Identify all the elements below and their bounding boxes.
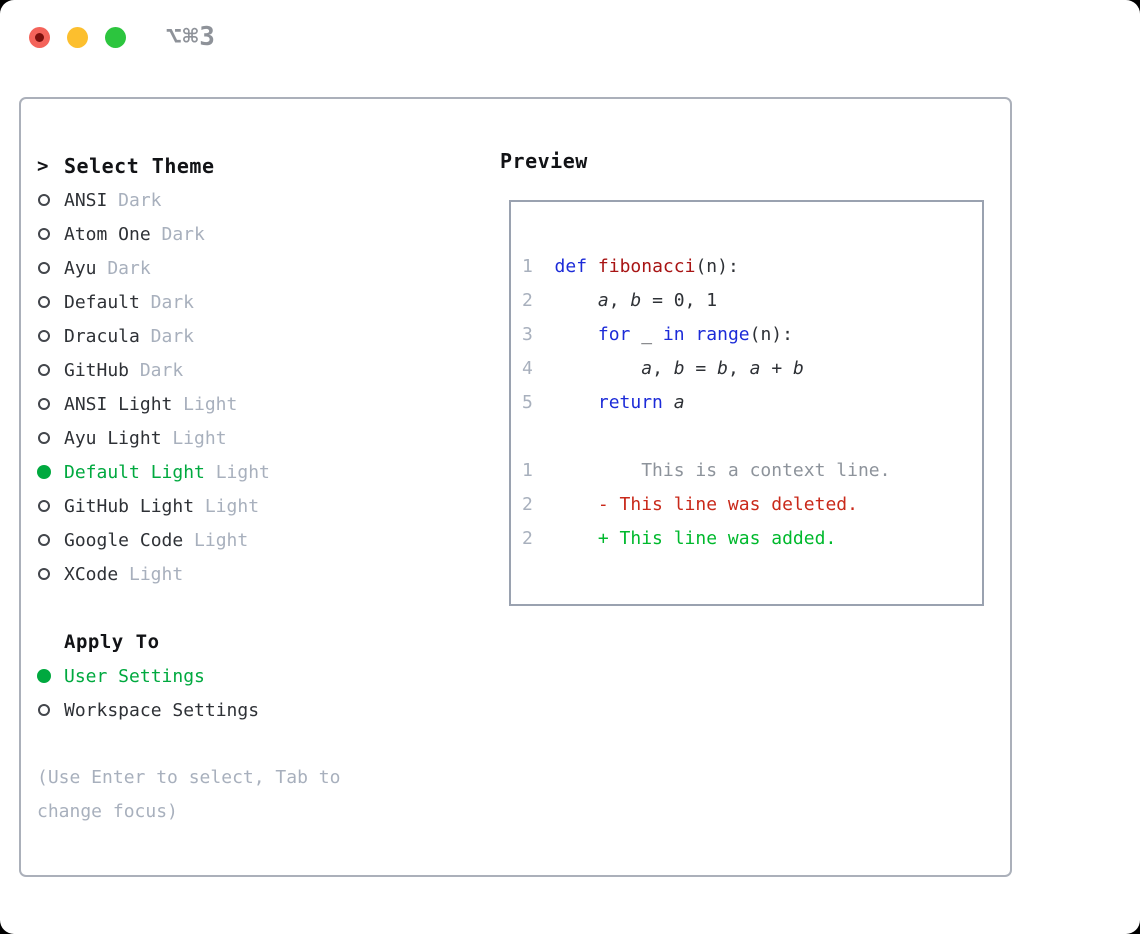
theme-name: Ayu [64, 257, 97, 279]
theme-name: GitHub [64, 359, 130, 381]
theme-list-item-ayu[interactable]: Ayu Dark [37, 251, 482, 285]
theme-name: ANSI [64, 189, 108, 211]
theme-list-item-dracula[interactable]: Dracula Dark [37, 319, 482, 353]
window-shortcut-label: ⌥⌘3 [166, 22, 216, 52]
theme-variant: Dark [118, 189, 162, 211]
minimize-button[interactable] [67, 27, 88, 48]
close-button-dot-icon [35, 33, 44, 42]
code-line: 4 a, b = b, a + b [522, 358, 804, 379]
theme-name: Google Code [64, 529, 184, 551]
close-button[interactable] [29, 27, 50, 48]
apply-to-label: Workspace Settings [64, 699, 260, 721]
theme-variant: Dark [150, 325, 195, 347]
theme-variant: Dark [150, 291, 195, 313]
code-line [522, 420, 982, 454]
theme-name: Default [64, 291, 140, 313]
theme-variant: Light [183, 393, 238, 415]
code-line: 2 a, b = 0, 1 [522, 290, 718, 311]
theme-name: Dracula [64, 325, 140, 347]
theme-list-item-xcode[interactable]: XCode Light [37, 557, 482, 591]
zoom-button[interactable] [105, 27, 126, 48]
select-theme-header-row: > Select Theme [37, 149, 482, 183]
radio-icon [38, 568, 50, 580]
theme-name: GitHub Light [64, 495, 195, 517]
radio-selected-icon [37, 669, 51, 683]
spacer [37, 591, 482, 625]
theme-list-item-ansi-light[interactable]: ANSI Light Light [37, 387, 482, 421]
radio-icon [38, 704, 50, 716]
radio-icon [38, 262, 50, 274]
theme-name: Atom One [64, 223, 151, 245]
radio-icon [38, 364, 50, 376]
radio-icon [38, 500, 50, 512]
radio-icon [38, 228, 50, 240]
keyboard-hint: (Use Enter to select, Tab to change focu… [37, 767, 341, 822]
theme-name: Ayu Light [64, 427, 162, 449]
preview-section: Preview [500, 149, 588, 173]
code-line: 5 return a [522, 392, 685, 413]
apply-to-title: Apply To [64, 631, 160, 653]
code-line: 3 for _ in range(n): [522, 324, 793, 345]
theme-list-item-google-code[interactable]: Google Code Light [37, 523, 482, 557]
theme-list-item-ansi[interactable]: ANSI Dark [37, 183, 482, 217]
theme-variant: Light [128, 563, 184, 585]
theme-name: ANSI Light [64, 393, 173, 415]
theme-variant: Dark [139, 359, 184, 381]
theme-variant: Light [194, 529, 249, 551]
theme-list-item-github[interactable]: GitHub Dark [37, 353, 482, 387]
code-line: 1 def fibonacci(n): [522, 256, 739, 277]
theme-list-item-atom-one[interactable]: Atom One Dark [37, 217, 482, 251]
radio-icon [38, 296, 50, 308]
code-lines: 1 def fibonacci(n): 2 a, b = 0, 1 3 for _ … [522, 250, 982, 556]
theme-name: Default Light [64, 461, 205, 483]
apply-to-header-row: Apply To [37, 625, 482, 659]
apply-to-label: User Settings [64, 665, 205, 687]
theme-list-item-github-light[interactable]: GitHub Light Light [37, 489, 482, 523]
code-line: 2 + This line was added. [522, 528, 837, 549]
radio-icon [38, 330, 50, 342]
radio-selected-icon [37, 465, 51, 479]
theme-variant: Light [215, 461, 270, 483]
theme-list-item-default[interactable]: Default Dark [37, 285, 482, 319]
theme-list-item-ayu-light[interactable]: Ayu Light Light [37, 421, 482, 455]
apply-to-option-workspace-settings[interactable]: Workspace Settings [37, 693, 482, 727]
code-line: 1 This is a context line. [522, 460, 891, 481]
theme-variant: Dark [161, 223, 205, 245]
theme-name: XCode [64, 563, 119, 585]
radio-icon [38, 432, 50, 444]
preview-title: Preview [500, 149, 588, 173]
radio-icon [38, 398, 50, 410]
spacer [37, 727, 482, 761]
prompt-icon: > [37, 155, 49, 177]
code-line: 2 - This line was deleted. [522, 494, 858, 515]
apply-to-option-user-settings[interactable]: User Settings [37, 659, 482, 693]
theme-list-item-default-light[interactable]: Default Light Light [37, 455, 482, 489]
title-bar: ⌥⌘3 [0, 0, 1140, 76]
select-theme-title: Select Theme [64, 154, 215, 178]
theme-variant: Light [204, 495, 260, 517]
preview-box: 1 def fibonacci(n): 2 a, b = 0, 1 3 for _ … [509, 200, 984, 606]
theme-variant: Light [172, 427, 227, 449]
theme-variant: Dark [107, 257, 151, 279]
radio-icon [38, 534, 50, 546]
radio-icon [38, 194, 50, 206]
